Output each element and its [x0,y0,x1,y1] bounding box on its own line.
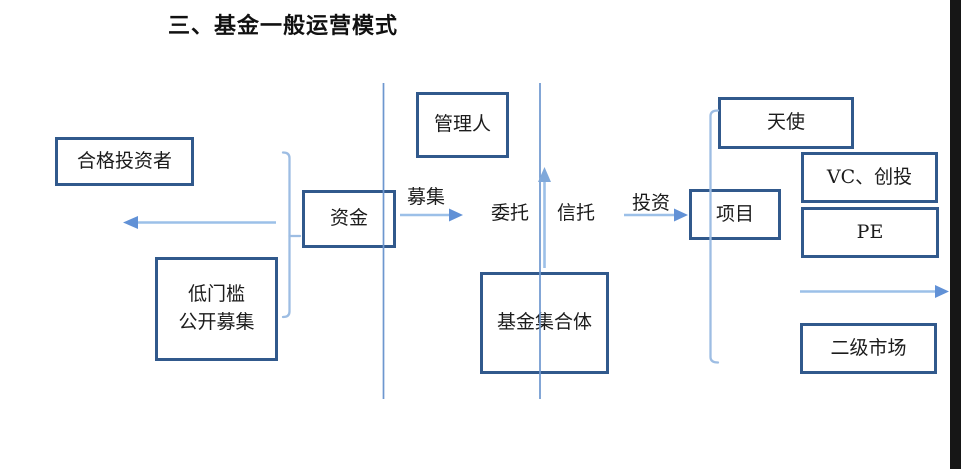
node-label: 基金集合体 [496,311,592,334]
node-label: PE [856,220,884,243]
node-manager: 管理人 [416,92,509,158]
edge-label-raise: 募集 [407,186,446,208]
node-qualified-investors: 合格投资者 [55,137,194,186]
node-label: 合格投资者 [76,149,172,172]
node-label: 管理人 [433,113,491,136]
node-fund-collective: 基金集合体 [480,272,609,374]
node-project: 项目 [689,189,781,240]
page-edge-dark-strip [950,0,961,469]
node-label: 二级市场 [830,336,907,359]
edge-label-invest: 投资 [632,192,671,214]
node-label-line2: 公开募集 [178,311,255,333]
page-title: 三、基金一般运营模式 [168,13,399,39]
edge-label-entrust: 委托 [491,202,530,224]
node-label: 项目 [715,202,754,225]
node-label-line1: 低门槛 [187,283,245,306]
node-pe: PE [801,207,939,258]
arrow-raise [400,208,463,222]
node-angel: 天使 [718,97,854,149]
edge-label-trust: 信托 [557,202,596,224]
arrow-left-to-investors [123,216,276,229]
node-label: 资金 [329,207,368,230]
arrow-trust-up [538,167,551,268]
arrow-to-secondary-market [800,285,949,298]
node-low-threshold-public-offering: 低门槛 公开募集 [155,257,278,361]
node-vc-venture: VC、创投 [801,152,938,203]
node-funds: 资金 [302,190,396,248]
node-label: VC、创投 [826,165,913,188]
node-secondary-market: 二级市场 [800,323,937,374]
bracket-investors [281,151,302,319]
node-label: 天使 [766,111,805,134]
